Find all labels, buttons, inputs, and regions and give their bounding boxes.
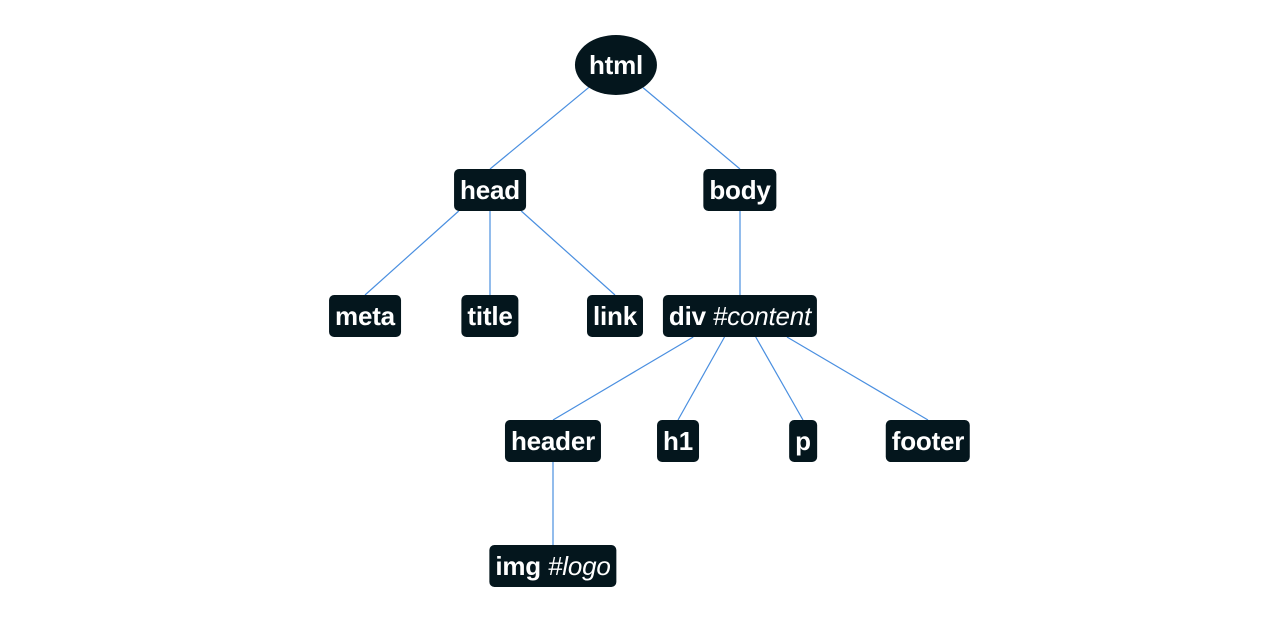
- node-div-content: div #content: [662, 295, 818, 337]
- node-head: head: [454, 169, 526, 211]
- edge-div-header: [552, 336, 694, 421]
- node-p: p: [789, 420, 817, 462]
- node-title-label: title: [467, 301, 513, 331]
- node-header: header: [504, 420, 602, 462]
- node-footer-label: footer: [891, 426, 965, 456]
- node-div-label: div: [668, 301, 706, 331]
- node-header-label: header: [510, 426, 596, 456]
- edge-div-footer: [786, 336, 929, 421]
- node-h1-label: h1: [663, 426, 693, 456]
- node-link-label: link: [593, 301, 637, 331]
- node-meta-label: meta: [335, 301, 395, 331]
- node-html: html: [574, 35, 658, 95]
- node-footer: footer: [885, 420, 971, 462]
- node-meta: meta: [329, 295, 401, 337]
- node-h1: h1: [657, 420, 699, 462]
- node-link: link: [587, 295, 643, 337]
- node-img-selector: #logo: [548, 551, 611, 581]
- edge-html-body: [642, 87, 741, 170]
- edge-div-p: [755, 336, 804, 421]
- node-img-label: img: [495, 551, 541, 581]
- node-img-logo: img #logo: [489, 545, 617, 587]
- edge-html-head: [489, 86, 590, 170]
- node-body: body: [703, 169, 777, 211]
- edge-div-h1: [677, 336, 726, 421]
- node-head-label: head: [460, 175, 520, 205]
- node-title: title: [461, 295, 519, 337]
- edge-head-meta: [364, 210, 460, 296]
- node-div-selector: #content: [712, 301, 812, 331]
- edge-head-link: [520, 210, 616, 296]
- node-body-label: body: [709, 175, 771, 205]
- node-html-label: html: [588, 50, 644, 80]
- node-p-label: p: [795, 426, 811, 456]
